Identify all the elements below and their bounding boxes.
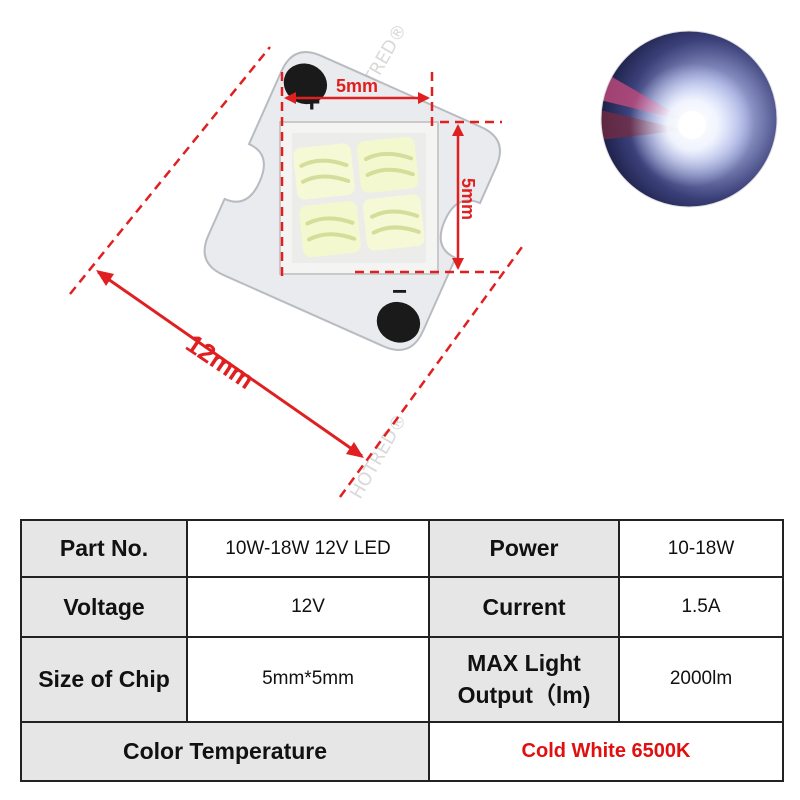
power-value: 10-18W xyxy=(618,518,784,579)
table-row: Color Temperature Cold White 6500K xyxy=(20,720,784,783)
board-diameter-label: 12mm xyxy=(181,328,260,395)
table-row: Size of Chip 5mm*5mm MAX Light Output（lm… xyxy=(20,635,784,723)
color-temperature-label: Color Temperature xyxy=(20,720,430,783)
led-product-diagram: HOTRED® HOTRED® HOTRED® + − 5mm xyxy=(69,20,524,500)
led-chip xyxy=(279,121,439,275)
lit-led-inset-photo xyxy=(600,30,778,208)
part-no-value: 10W-18W 12V LED xyxy=(186,518,430,579)
table-row: Voltage 12V Current 1.5A xyxy=(20,576,784,638)
max-light-output-label: MAX Light Output（lm) xyxy=(428,635,620,723)
voltage-label: Voltage xyxy=(20,576,188,638)
table-row: Part No. 10W-18W 12V LED Power 10-18W xyxy=(20,518,784,579)
chip-width-label: 5mm xyxy=(336,76,378,96)
current-value: 1.5A xyxy=(618,576,784,638)
chip-size-label: Size of Chip xyxy=(20,635,188,723)
chip-width-dimension: 5mm xyxy=(280,72,434,280)
chip-height-label: 5mm xyxy=(458,178,478,220)
color-temperature-value: Cold White 6500K xyxy=(428,720,784,783)
part-no-label: Part No. xyxy=(20,518,188,579)
current-label: Current xyxy=(428,576,620,638)
solder-pad-negative xyxy=(376,301,421,343)
max-light-output-value: 2000lm xyxy=(618,635,784,723)
voltage-value: 12V xyxy=(186,576,430,638)
spec-table: Part No. 10W-18W 12V LED Power 10-18W Vo… xyxy=(20,518,784,783)
chip-height-dimension: 5mm xyxy=(355,120,502,274)
power-label: Power xyxy=(428,518,620,579)
negative-marking: − xyxy=(392,276,407,306)
chip-size-value: 5mm*5mm xyxy=(186,635,430,723)
positive-marking: + xyxy=(303,86,321,119)
